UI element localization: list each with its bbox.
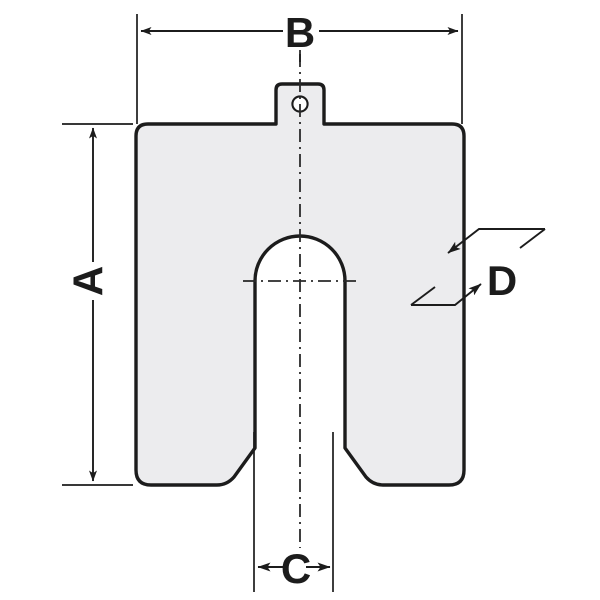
- dimension-b-group: B: [136, 9, 463, 124]
- dimension-a-label: A: [65, 266, 112, 296]
- dimension-d-leader-lower-tail: [410, 286, 436, 306]
- dimension-c-group: C: [253, 432, 334, 592]
- dimension-d-leader-lower: [411, 283, 482, 306]
- dimension-d-leader-upper-tail: [519, 228, 546, 249]
- dimension-a-group: A: [62, 123, 133, 486]
- slotted-shim-plate-body: [134, 82, 466, 487]
- dimension-c-label: C: [281, 545, 311, 592]
- dimension-b-label: B: [285, 9, 315, 56]
- centerlines-group: [243, 54, 361, 548]
- dimension-d-label: D: [487, 257, 517, 304]
- dimension-d-leader-upper: [447, 228, 545, 254]
- dimension-d-group: D: [410, 228, 546, 306]
- part-outline-group: [134, 82, 466, 487]
